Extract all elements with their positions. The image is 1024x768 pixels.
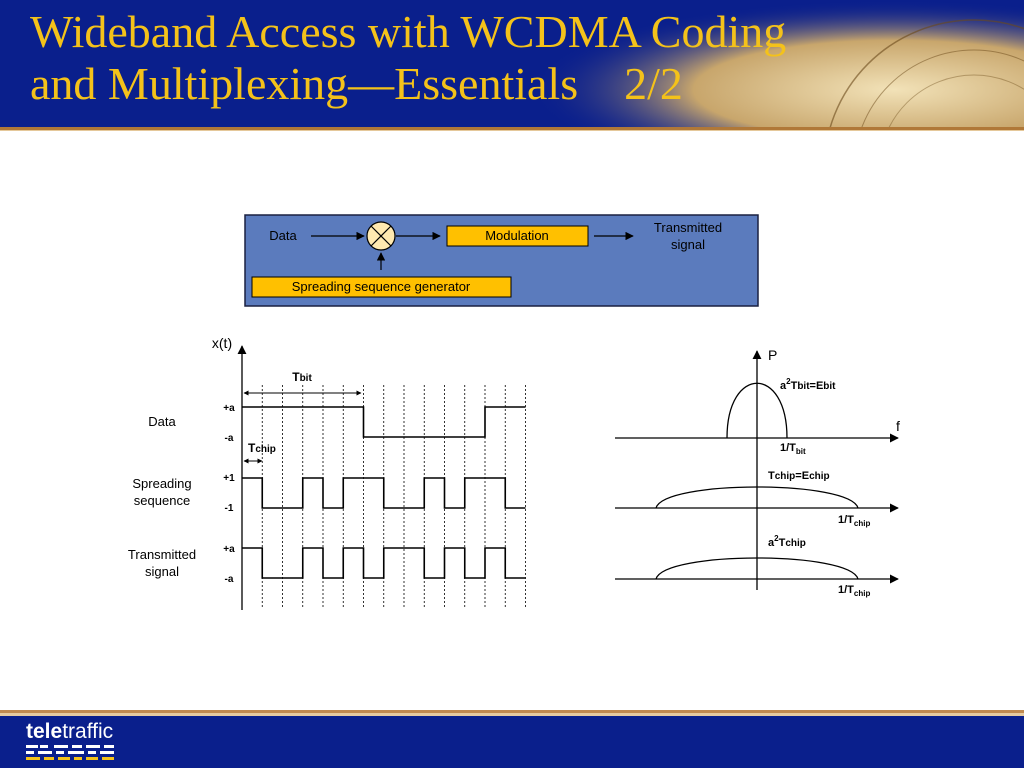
logo-text: teletraffic [26, 721, 118, 743]
modulation-label: Modulation [485, 228, 549, 243]
tchip-sub: chip [255, 444, 276, 455]
spreading-generator-block [251, 276, 512, 298]
transmitted-row-label-1: Transmitted [128, 547, 196, 562]
frequency-axis-label: f [896, 418, 900, 434]
spreading-waveform [242, 477, 526, 509]
tchip-main: T [248, 441, 256, 455]
spreading-level-low: -1 [225, 503, 234, 514]
logo-bars-icon [26, 745, 114, 760]
transmitted-signal-label-1: Transmitted [654, 220, 722, 235]
spreading-row-label-2: sequence [134, 493, 190, 508]
transmitted-bandwidth-label: 1/Tchip [838, 584, 870, 598]
chip-spectrum-curve [655, 486, 859, 509]
power-axis-label: P [768, 347, 777, 363]
data-waveform [242, 406, 526, 438]
tbit-label: Tbit [292, 370, 312, 384]
transmitted-row-label-2: signal [145, 564, 179, 579]
tbit-sub: bit [300, 373, 313, 384]
tbit-annotation: Tbit [243, 370, 362, 396]
footer-divider-light [0, 713, 1024, 716]
transmitted-level-high: +a [223, 544, 235, 555]
wcdma-diagram: Data Modulation Transmitted signal Sprea… [128, 214, 900, 610]
bit-energy-label: a2Tbit=Ebit [780, 377, 836, 392]
spreading-level-high: +1 [223, 473, 235, 484]
bit-bandwidth-label: 1/Tbit [780, 442, 806, 456]
data-row-label: Data [148, 414, 176, 429]
tchip-label: Tchip [248, 441, 276, 455]
block-diagram: Data Modulation Transmitted signal Sprea… [244, 214, 759, 307]
tbit-main: T [292, 370, 300, 384]
data-level-high: +a [223, 403, 235, 414]
header-divider [0, 127, 1024, 130]
modulation-block [446, 225, 589, 247]
tchip-annotation: Tchip [243, 441, 276, 464]
transmitted-energy-label: a2Tchip [768, 534, 806, 549]
multiplier-icon [366, 221, 396, 251]
slide-header: Wideband Access with WCDMA Coding and Mu… [0, 0, 1024, 128]
transmitted-waveform [242, 547, 526, 579]
transmitted-signal-label-2: signal [671, 237, 705, 252]
footer-divider [0, 710, 1024, 713]
title-line-2: and Multiplexing—Essentials 2/2 [30, 58, 683, 109]
spreading-generator-label: Spreading sequence generator [292, 279, 471, 294]
transmitted-spectrum-curve [655, 557, 859, 580]
logo-text-regular: traffic [62, 720, 114, 743]
dial-background-art [504, 0, 1024, 128]
chip-gridlines [261, 385, 526, 608]
time-y-axis-label: x(t) [212, 335, 232, 351]
transmitted-level-low: -a [225, 574, 234, 585]
data-input-label: Data [269, 228, 297, 243]
spreading-row-label-1: Spreading [132, 476, 191, 491]
time-diagram: x(t) Tbit Tchip Data Spreading sequence … [128, 335, 526, 610]
header-divider-light [0, 130, 1024, 131]
data-level-low: -a [225, 433, 234, 444]
teletraffic-logo: teletraffic [26, 721, 118, 768]
logo-text-bold: tele [26, 720, 63, 743]
chip-energy-label: Tchip=Echip [768, 470, 830, 482]
spectrum-diagram: P f a2Tbit=Ebit 1/Tbit Tchip=Echip 1/Tch… [615, 347, 900, 598]
slide-footer [0, 716, 1024, 768]
bit-spectrum-curve [726, 382, 788, 439]
title-line-1: Wideband Access with WCDMA Coding [30, 6, 787, 57]
slide-title: Wideband Access with WCDMA Coding and Mu… [30, 6, 786, 110]
chip-bandwidth-label: 1/Tchip [838, 514, 870, 528]
